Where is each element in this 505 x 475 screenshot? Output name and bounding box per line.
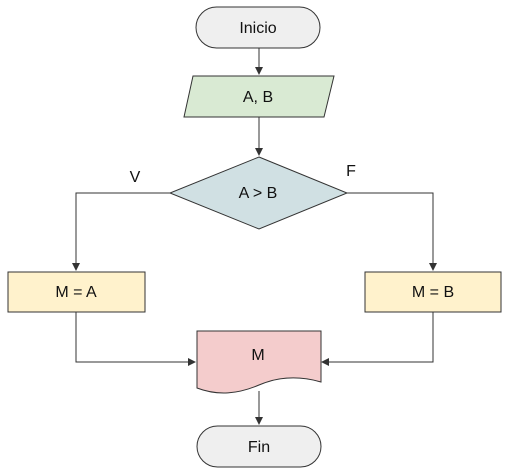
assign-b-node: M = B bbox=[364, 271, 502, 313]
branch-label-false: F bbox=[346, 163, 356, 180]
input-label: A, B bbox=[243, 89, 273, 106]
output-node: M bbox=[196, 330, 322, 394]
end-terminator-shape bbox=[196, 425, 322, 468]
start-label: Inicio bbox=[239, 20, 276, 37]
edge-assign-a-to-output bbox=[75, 312, 196, 366]
output-document-shape bbox=[196, 330, 322, 394]
connectors bbox=[72, 48, 437, 425]
start-terminator-shape bbox=[195, 6, 321, 49]
output-label: M bbox=[251, 347, 264, 364]
decision-label: A > B bbox=[239, 185, 278, 202]
edge-decision-to-assign-a bbox=[72, 192, 170, 271]
end-label: Fin bbox=[248, 439, 270, 456]
assign-a-process-shape bbox=[7, 271, 146, 313]
input-parallelogram-shape bbox=[183, 75, 335, 118]
assign-a-node: M = A bbox=[7, 271, 146, 313]
start-node: Inicio bbox=[195, 6, 321, 49]
assign-a-label: M = A bbox=[55, 284, 97, 301]
branch-label-true: V bbox=[130, 169, 141, 186]
input-node: A, B bbox=[183, 75, 335, 118]
assign-b-process-shape bbox=[364, 271, 502, 313]
edge-decision-to-assign-b bbox=[347, 192, 437, 271]
edge-assign-b-to-output bbox=[321, 312, 434, 366]
decision-diamond-shape bbox=[168, 156, 349, 230]
decision-node: A > B bbox=[168, 156, 349, 230]
end-node: Fin bbox=[196, 425, 322, 468]
assign-b-label: M = B bbox=[412, 284, 454, 301]
